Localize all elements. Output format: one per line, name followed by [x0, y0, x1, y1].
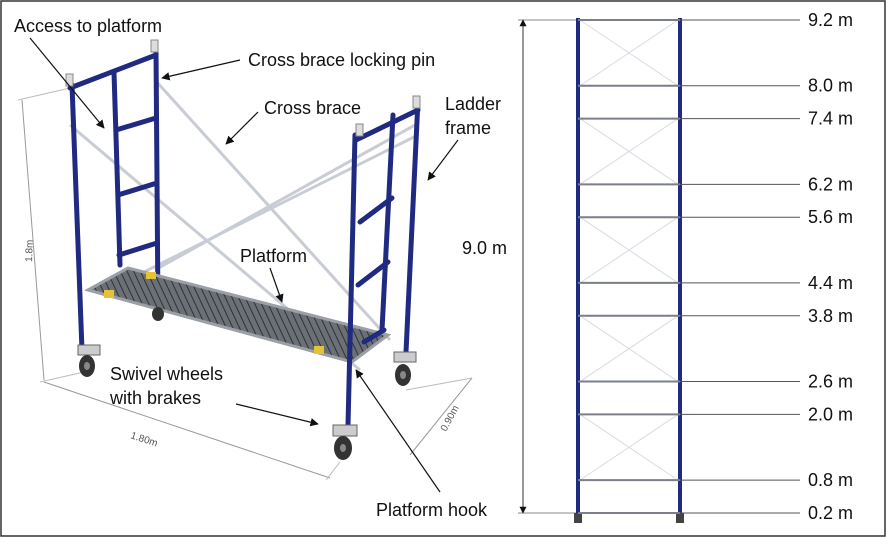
dimension-length-label: 1.80m	[129, 430, 159, 449]
level-label: 3.8 m	[808, 306, 853, 326]
label-cross-brace-locking-pin: Cross brace locking pin	[248, 50, 435, 70]
level-label: 9.2 m	[808, 10, 853, 30]
mobile-scaffold-illustration: 1.8m 1.80m 0.90m	[14, 16, 501, 520]
ladder-frame-right	[345, 97, 421, 428]
caster-left	[574, 513, 582, 523]
wheel-front-right	[332, 424, 358, 460]
level-label: 2.0 m	[808, 404, 853, 424]
level-label: 6.2 m	[808, 174, 853, 194]
label-platform-hook: Platform hook	[376, 500, 488, 520]
swivel-wheels	[77, 307, 417, 460]
scaffold-elevation: 9.0 m 9.2 m 8.0 m 7.4 m 6.2 m 5.6 m 4.4 m 3.8 …	[462, 10, 853, 523]
elevation-brace	[579, 413, 679, 481]
total-height-label: 9.0 m	[462, 238, 507, 258]
elevation-braces	[579, 19, 679, 481]
level-label: 0.2 m	[808, 503, 853, 523]
elevation-brace	[579, 118, 679, 185]
dimension-height-label: 1.8m	[24, 239, 36, 262]
dimension-width-label: 0.90m	[439, 404, 462, 434]
level-label: 4.4 m	[808, 273, 853, 293]
dimension-height: 1.8m	[17, 87, 85, 383]
level-label: 8.0 m	[808, 76, 853, 96]
callout-arrows	[29, 37, 459, 493]
caster-right	[676, 513, 684, 523]
ladder-frame-left	[67, 47, 161, 353]
wheel-back-right	[393, 351, 417, 386]
label-cross-brace: Cross brace	[264, 98, 361, 118]
elevation-levels: 9.2 m 8.0 m 7.4 m 6.2 m 5.6 m 4.4 m 3.8 m 2.6 m…	[578, 10, 853, 523]
elevation-brace	[579, 216, 679, 284]
platform-deck	[84, 266, 392, 364]
level-label: 7.4 m	[808, 109, 853, 129]
level-label: 0.8 m	[808, 470, 853, 490]
label-platform: Platform	[240, 246, 307, 266]
wheel-back-left	[152, 307, 164, 321]
label-frame: frame	[445, 118, 491, 138]
level-label: 5.6 m	[808, 207, 853, 227]
level-label: 2.6 m	[808, 372, 853, 392]
total-height-dimension: 9.0 m	[462, 19, 577, 514]
elevation-brace	[579, 315, 679, 382]
wheel-front-left	[77, 344, 101, 377]
elevation-brace	[579, 19, 679, 87]
label-with-brakes: with brakes	[109, 388, 201, 408]
label-swivel-wheels: Swivel wheels	[110, 364, 223, 384]
label-ladder: Ladder	[445, 94, 501, 114]
dimension-width: 0.90m	[405, 377, 473, 456]
label-access-to-platform: Access to platform	[14, 16, 162, 36]
